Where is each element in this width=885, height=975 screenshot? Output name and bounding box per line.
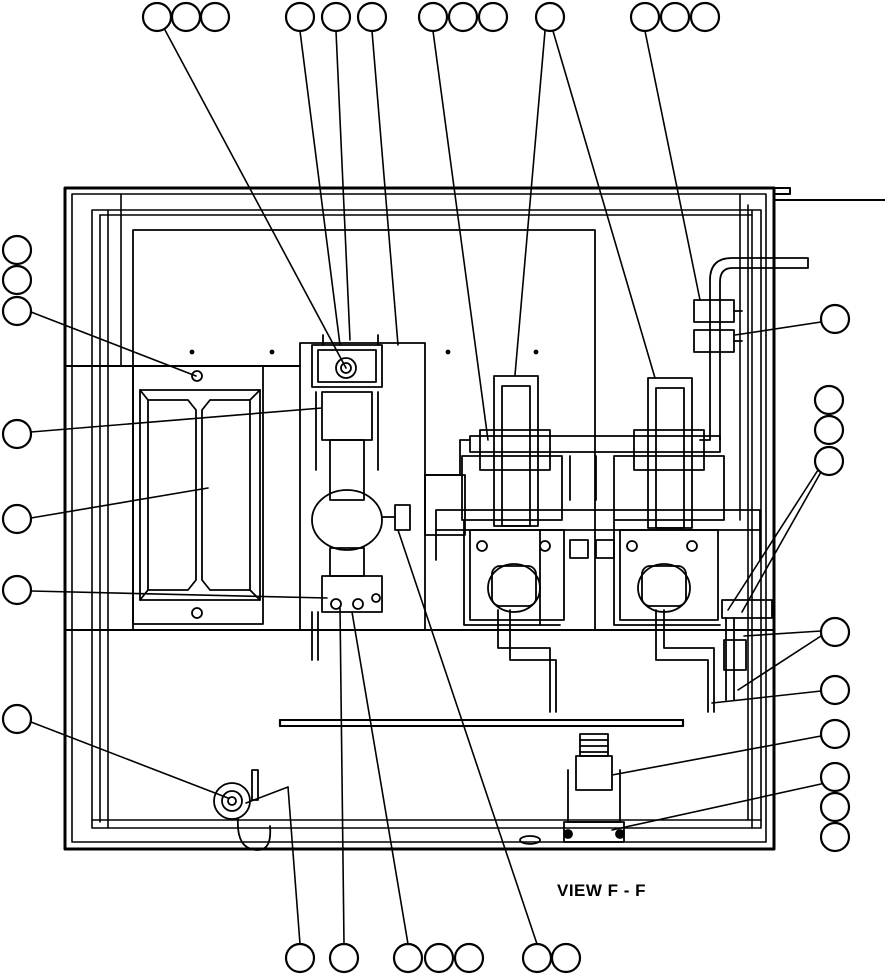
callout-bubble (1, 264, 33, 296)
mounting-bolt (191, 607, 203, 619)
fitting (335, 357, 357, 379)
callout-bubble (813, 384, 845, 416)
pump-left (461, 375, 565, 713)
callout-bubble (819, 791, 851, 823)
callout-bubble (659, 1, 691, 33)
callout-bubble (417, 1, 449, 33)
callout-bubble (819, 303, 851, 335)
bottom-components (213, 733, 625, 851)
valve-body (311, 489, 383, 551)
leader-lines (30, 29, 822, 945)
callout-bubble (1, 503, 33, 535)
callout-bubble (1, 703, 33, 735)
callout-bubble (1, 234, 33, 266)
mounting-bolt (191, 370, 203, 382)
callout-bubble (1, 418, 33, 450)
callout-bubble (284, 1, 316, 33)
callout-bubble (392, 942, 424, 974)
callout-bubble (453, 942, 485, 974)
regulator-valve (563, 733, 625, 843)
callout-bubble (1, 574, 33, 606)
callout-bubble (170, 1, 202, 33)
callout-bubble (819, 821, 851, 853)
view-label: VIEW F - F (557, 881, 647, 900)
drain-fitting (213, 782, 251, 820)
pump-assemblies (424, 257, 809, 713)
callout-bubble (477, 1, 509, 33)
filter-panel (132, 349, 539, 625)
enclosure-frame (63, 186, 885, 851)
callout-bubble (199, 1, 231, 33)
callout-bubble (521, 942, 553, 974)
pump-right (613, 377, 725, 713)
callout-bubble (141, 1, 173, 33)
callout-bubble (819, 616, 851, 648)
center-valve-assembly (299, 334, 426, 661)
callout-bubble (629, 1, 661, 33)
callout-bubble (819, 674, 851, 706)
callout-bubble (1, 295, 33, 327)
callout-bubble (356, 1, 388, 33)
callout-bubble (284, 942, 316, 974)
callout-bubble (819, 718, 851, 750)
callout-bubble (328, 942, 360, 974)
callout-bubbles (1, 1, 851, 974)
callout-bubble (813, 414, 845, 446)
callout-bubble (534, 1, 566, 33)
callout-bubble (813, 445, 845, 477)
callout-bubble (689, 1, 721, 33)
callout-bubble (447, 1, 479, 33)
callout-bubble (320, 1, 352, 33)
riser-pipe (699, 257, 809, 441)
callout-bubble (423, 942, 455, 974)
callout-bubble (819, 761, 851, 793)
callout-bubble (550, 942, 582, 974)
